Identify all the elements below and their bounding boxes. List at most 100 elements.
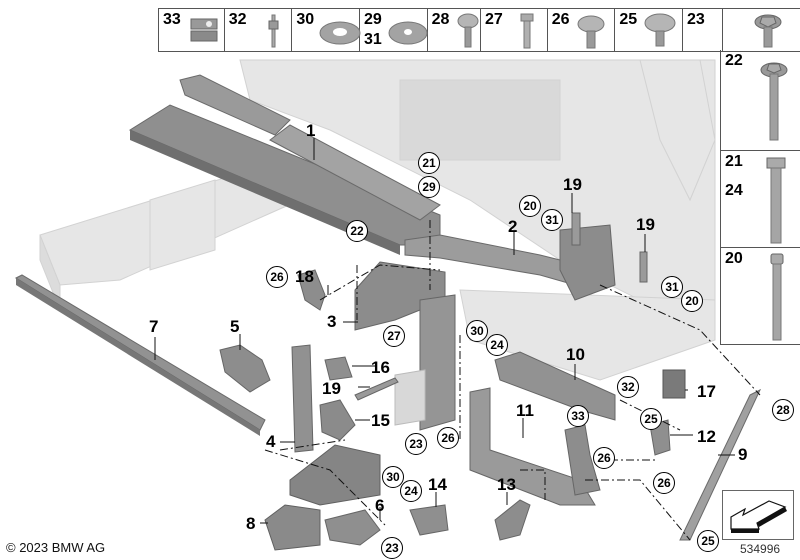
callout-26d[interactable]: 26 — [653, 472, 675, 494]
pan-head-screw-icon — [577, 15, 605, 49]
washer-icon — [388, 21, 428, 45]
part-19-sleeve-c[interactable] — [354, 377, 399, 401]
part-15-bracket[interactable] — [319, 399, 356, 441]
part-11-bracket[interactable] — [469, 387, 601, 506]
part-label-6[interactable]: 6 — [375, 496, 385, 515]
callout-21[interactable]: 21 — [418, 152, 440, 174]
hardware-number: 21 — [725, 153, 743, 170]
blind-rivet-icon — [268, 14, 279, 48]
hardware-item-26[interactable]: 26 — [548, 9, 616, 51]
part-18-bracket[interactable] — [297, 269, 326, 311]
hardware-item-28[interactable]: 28 — [428, 9, 482, 51]
callout-31a[interactable]: 31 — [541, 209, 563, 231]
hardware-item-20[interactable]: 20 — [721, 248, 800, 344]
label-leader-lines — [154, 138, 735, 524]
part-10-bracket[interactable] — [494, 351, 616, 421]
part-label-10[interactable]: 10 — [566, 345, 585, 364]
diagram-id: 534996 — [740, 542, 781, 556]
hardware-table-top: 33 32 30 29 31 28 27 26 25 23 — [158, 8, 723, 52]
hardware-item-32[interactable]: 32 — [225, 9, 293, 51]
part-label-9[interactable]: 9 — [738, 445, 748, 464]
part-7-long-bar[interactable] — [14, 274, 266, 436]
part-6-bracket[interactable] — [324, 509, 381, 546]
hardware-number: 29 — [364, 11, 382, 28]
hardware-item-27[interactable]: 27 — [481, 9, 548, 51]
part-label-13[interactable]: 13 — [497, 475, 516, 494]
callout-28[interactable]: 28 — [772, 399, 794, 421]
callout-31b[interactable]: 31 — [661, 276, 683, 298]
part-8-mount[interactable] — [264, 504, 321, 551]
callout-20a[interactable]: 20 — [519, 195, 541, 217]
callout-22[interactable]: 22 — [346, 220, 368, 242]
hardware-number: 20 — [725, 250, 743, 267]
part-label-14[interactable]: 14 — [428, 475, 447, 494]
part-13-bracket[interactable] — [494, 499, 531, 541]
part-label-18[interactable]: 18 — [295, 267, 314, 286]
part-label-8[interactable]: 8 — [246, 514, 256, 533]
callout-24b[interactable]: 24 — [400, 480, 422, 502]
callout-25b[interactable]: 25 — [697, 530, 719, 552]
part-14-bracket[interactable] — [409, 504, 449, 536]
part-label-3[interactable]: 3 — [327, 312, 337, 331]
hardware-number: 22 — [725, 52, 743, 69]
hardware-number: 23 — [686, 11, 705, 28]
hardware-item-23-icon-cell — [721, 8, 800, 52]
part-label-4[interactable]: 4 — [266, 432, 276, 451]
hardware-item-22[interactable]: 22 — [721, 50, 800, 151]
hardware-item-30[interactable]: 30 — [292, 9, 361, 51]
part-label-17[interactable]: 17 — [697, 382, 716, 401]
part-label-2[interactable]: 2 — [508, 217, 518, 236]
copyright-notice: © 2023 BMW AG — [6, 540, 106, 555]
callout-30a[interactable]: 30 — [466, 320, 488, 342]
hardware-number: 30 — [296, 11, 315, 28]
callout-23a[interactable]: 23 — [405, 433, 427, 455]
hardware-number-secondary: 31 — [364, 31, 382, 48]
part-3-bracket-assembly[interactable] — [354, 261, 456, 431]
callout-26b[interactable]: 26 — [437, 427, 459, 449]
callout-33[interactable]: 33 — [567, 405, 589, 427]
part-label-19b[interactable]: 19 — [636, 215, 655, 234]
hardware-table-right: 22 21 24 20 — [720, 50, 800, 345]
part-label-12[interactable]: 12 — [697, 427, 716, 446]
cage-nut-icon — [190, 18, 218, 42]
part-4-vertical-bar[interactable] — [291, 344, 314, 453]
callout-24a[interactable]: 24 — [486, 334, 508, 356]
hardware-number: 33 — [163, 11, 181, 28]
hardware-number-secondary: 24 — [725, 182, 743, 199]
hardware-number: 28 — [431, 11, 450, 28]
hardware-item-33[interactable]: 33 — [159, 9, 225, 51]
part-19-sleeve-b[interactable] — [639, 251, 648, 283]
part-label-19a[interactable]: 19 — [563, 175, 582, 194]
direction-indicator — [722, 490, 794, 540]
part-label-11[interactable]: 11 — [516, 401, 534, 420]
callout-20b[interactable]: 20 — [681, 290, 703, 312]
hardware-item-21-24[interactable]: 21 24 — [721, 151, 800, 248]
callout-25a[interactable]: 25 — [640, 408, 662, 430]
flange-hex-bolt-icon — [754, 14, 782, 48]
washer-icon — [319, 21, 361, 45]
hardware-item-23[interactable]: 23 — [683, 9, 722, 51]
part-17-block[interactable] — [662, 369, 686, 399]
part-5-hinge-bracket[interactable] — [219, 344, 271, 393]
part-label-7[interactable]: 7 — [149, 317, 159, 336]
part-label-5[interactable]: 5 — [230, 317, 240, 336]
part-16-plate[interactable] — [324, 356, 353, 381]
hardware-item-29-31[interactable]: 29 31 — [360, 9, 428, 51]
callout-26c[interactable]: 26 — [593, 447, 615, 469]
callout-32[interactable]: 32 — [617, 376, 639, 398]
part-19-sleeve-a[interactable] — [571, 212, 581, 246]
hardware-item-25[interactable]: 25 — [615, 9, 683, 51]
part-label-15[interactable]: 15 — [371, 411, 390, 430]
part-1-floor-panel[interactable] — [128, 74, 441, 255]
callout-29[interactable]: 29 — [418, 176, 440, 198]
callout-23b[interactable]: 23 — [381, 537, 403, 559]
callout-30b[interactable]: 30 — [382, 466, 404, 488]
hex-bolt-icon — [520, 13, 534, 49]
part-label-1[interactable]: 1 — [306, 121, 316, 140]
callout-26a[interactable]: 26 — [266, 266, 288, 288]
part-label-19c[interactable]: 19 — [322, 379, 341, 398]
part-label-16[interactable]: 16 — [371, 358, 390, 377]
direction-arrow-icon — [730, 500, 787, 533]
callout-27[interactable]: 27 — [383, 325, 405, 347]
